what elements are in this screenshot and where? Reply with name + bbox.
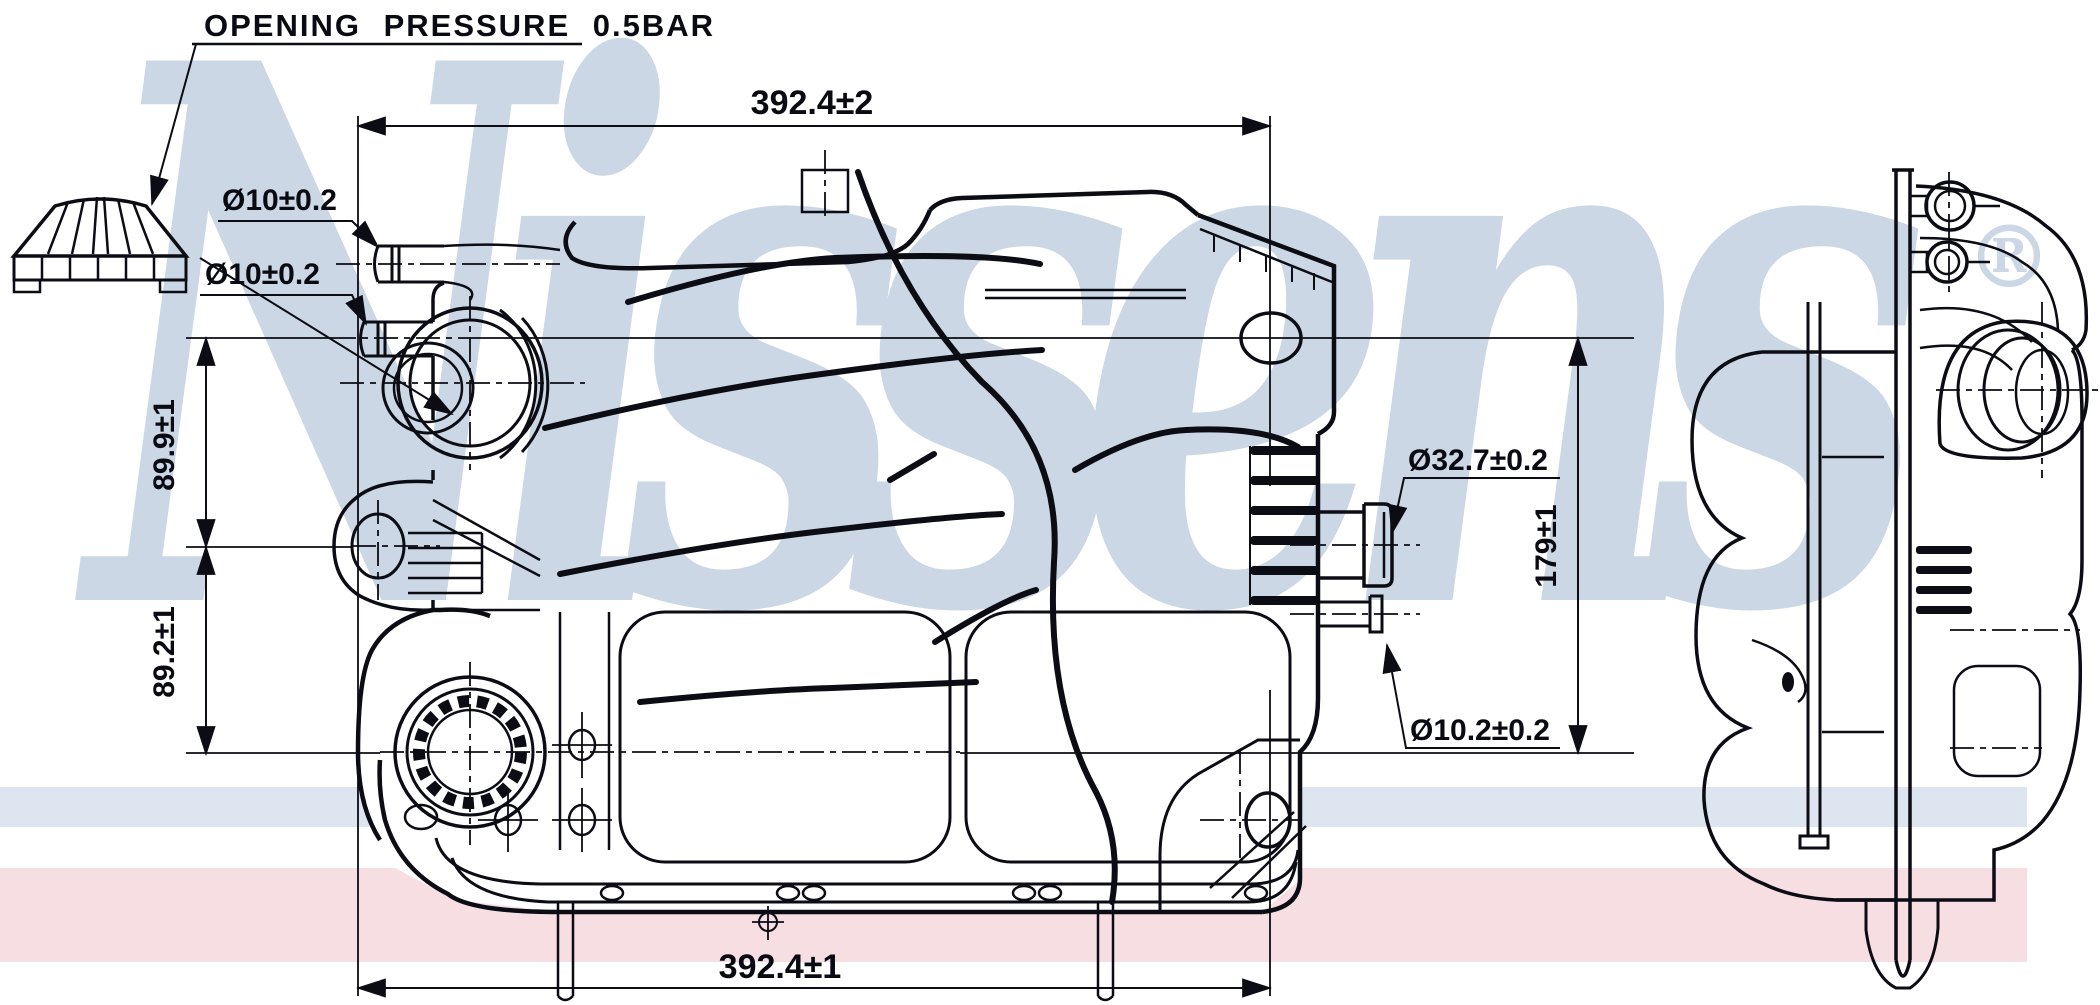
pocket-left bbox=[618, 610, 952, 864]
leader-port-upper bbox=[218, 220, 380, 249]
outlet-port bbox=[1318, 502, 1394, 588]
drain-port bbox=[1318, 594, 1384, 634]
bolt-hole-bottom-center bbox=[752, 906, 784, 940]
front-view-silhouette bbox=[356, 192, 1334, 912]
label-height-lower: 89.2±1 bbox=[148, 606, 181, 698]
leader-outlet bbox=[1388, 477, 1560, 536]
mounting-feet bbox=[599, 884, 1269, 902]
port-upper bbox=[373, 243, 561, 301]
leader-cap-to-neck bbox=[199, 257, 454, 416]
watermark-brand-text: Nissens bbox=[73, 0, 1921, 775]
label-drain: Ø10.2±0.2 bbox=[1410, 714, 1550, 747]
side-bolts bbox=[1908, 180, 2000, 284]
dimensions bbox=[150, 42, 1634, 998]
label-width-bottom: 392.4±1 bbox=[719, 948, 842, 986]
label-port-lower: Ø10±0.2 bbox=[205, 258, 320, 291]
label-opening-pressure: OPENING PRESSURE 0.5BAR bbox=[204, 8, 715, 43]
label-port-upper: Ø10±0.2 bbox=[222, 184, 337, 217]
side-rib-bracket bbox=[1916, 546, 1972, 614]
pressure-cap-view bbox=[10, 196, 190, 294]
pocket-right bbox=[964, 610, 1292, 864]
side-lower-port bbox=[1952, 664, 2042, 778]
leader-drain bbox=[1382, 642, 1560, 749]
label-outlet: Ø32.7±0.2 bbox=[1408, 444, 1548, 477]
annotations: OPENING PRESSURE 0.5BAR 392.4±2 392.4±1 … bbox=[148, 8, 1563, 986]
label-height-upper: 89.9±1 bbox=[148, 399, 181, 491]
leader-port-lower bbox=[200, 294, 367, 326]
right-rib-bracket bbox=[1249, 446, 1320, 605]
label-height-right: 179±1 bbox=[1530, 504, 1563, 587]
centerlines bbox=[332, 150, 2098, 860]
registered-trademark-icon: ® bbox=[1966, 207, 2052, 308]
label-width-top: 392.4±2 bbox=[751, 84, 874, 122]
bolt-channel bbox=[478, 612, 612, 852]
leader-opening-pressure bbox=[150, 43, 197, 207]
